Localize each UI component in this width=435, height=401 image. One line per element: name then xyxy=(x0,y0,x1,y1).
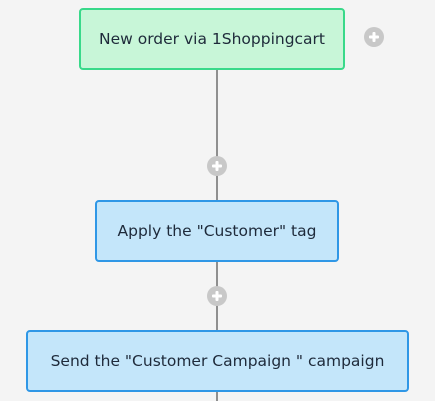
trigger-node[interactable]: New order via 1Shoppingcart xyxy=(79,8,345,70)
connector-step-2-continue xyxy=(216,390,218,401)
trigger-node-label: New order via 1Shoppingcart xyxy=(98,30,326,48)
connector-trigger-to-step-1 xyxy=(216,68,218,202)
plus-circle-icon xyxy=(212,291,222,301)
add-step-button-1[interactable] xyxy=(207,156,227,176)
plus-circle-icon xyxy=(212,161,222,171)
action-node-label: Send the "Customer Campaign " campaign xyxy=(50,352,385,370)
plus-circle-icon xyxy=(369,32,379,42)
action-node-label: Apply the "Customer" tag xyxy=(117,222,317,240)
add-trigger-button[interactable] xyxy=(364,27,384,47)
add-step-button-2[interactable] xyxy=(207,286,227,306)
action-node-send-campaign[interactable]: Send the "Customer Campaign " campaign xyxy=(26,330,409,392)
action-node-apply-tag[interactable]: Apply the "Customer" tag xyxy=(95,200,339,262)
